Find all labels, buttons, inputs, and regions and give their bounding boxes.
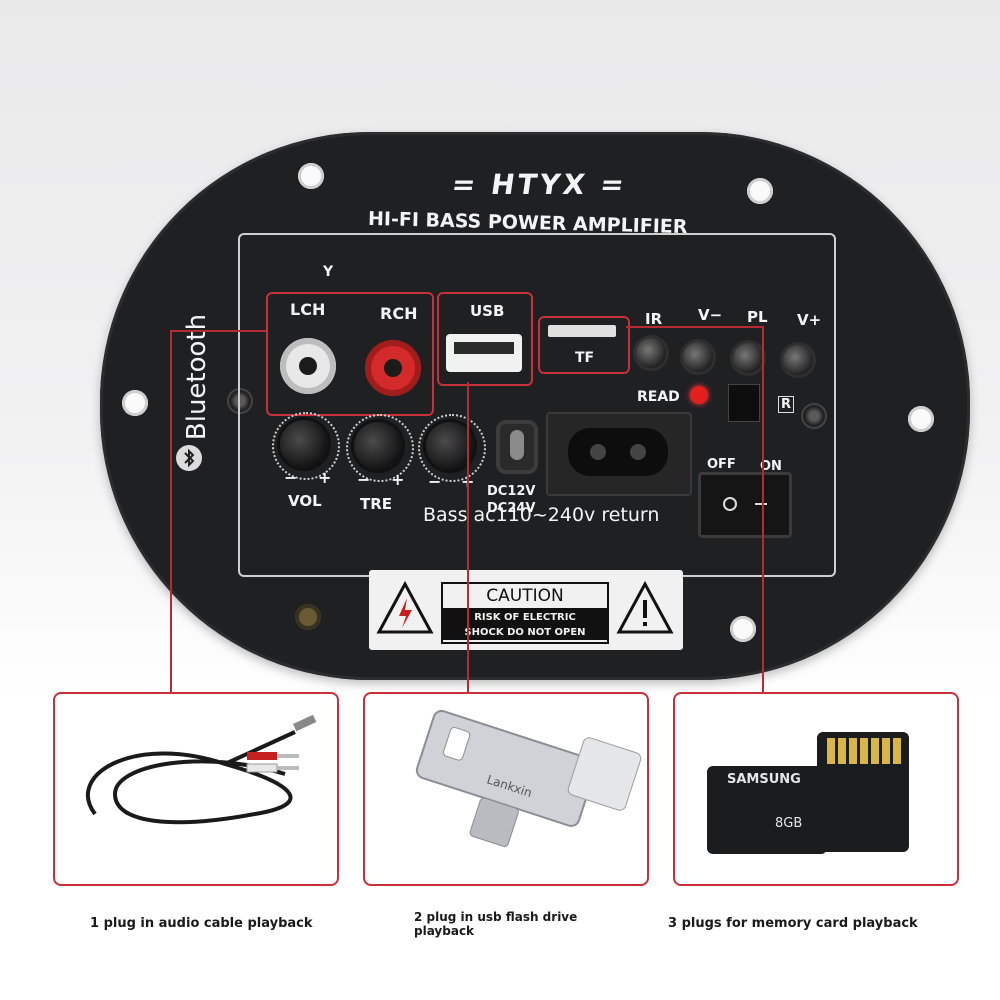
connector-line-audio-h [170,330,266,332]
caution-box: CAUTION RISK OF ELECTRIC SHOCK DO NOT OP… [441,582,609,644]
overlay-text: Bass ac110~240v return [423,504,660,526]
dc-jack[interactable] [496,420,538,474]
vol-knob-scale [272,412,340,480]
usb-highlight [437,292,533,386]
brand-logo: = HTYX = [449,168,630,201]
connector-line-tf [762,326,764,692]
vol-minus: − [284,468,298,487]
caption-memory-card: 3 plugs for memory card playback [668,916,918,931]
screw-icon [229,390,251,412]
play-pause-button[interactable] [733,343,763,373]
vminus-label: V− [698,306,723,324]
microsd-card: SAMSUNG 8GB [707,766,827,854]
caption-usb-drive: 2 plug in usb flash drive playback [414,910,578,938]
vplus-label: V+ [797,311,822,329]
usb-drive-card: Lankxin [363,692,649,886]
audio-cable-card [53,692,339,886]
bass-knob-scale [418,414,486,482]
tre-label: TRE [360,495,393,513]
caution-sticker: CAUTION RISK OF ELECTRIC SHOCK DO NOT OP… [369,570,683,650]
read-label: READ [637,389,680,405]
ir-label: IR [645,310,663,328]
tre-knob-scale [346,414,414,482]
vol-knob[interactable] [280,420,328,468]
warning-electric-icon [376,580,434,634]
antenna-icon: Y [323,264,334,280]
tf-highlight [538,316,630,374]
audio-input-highlight [266,292,434,416]
connector-line-audio [170,330,172,692]
screw-icon [803,405,825,427]
audio-cable-image [86,714,317,825]
vol-plus: + [318,468,332,487]
remote-sensor [728,384,760,422]
usb-label: USB [470,302,505,320]
usb-port[interactable] [446,334,522,372]
bass-minus: − [428,472,442,491]
volume-down-button[interactable] [683,342,713,372]
lch-label: LCH [290,300,326,319]
tf-card-slot[interactable] [548,325,616,337]
read-led [690,386,708,404]
mounting-hole [747,178,773,204]
dc-sub-label: DC24V [487,501,536,516]
rch-label: RCH [380,304,418,323]
caution-line2: SHOCK DO NOT OPEN [443,625,607,640]
ac-power-socket[interactable] [546,412,692,496]
mounting-hole [122,390,148,416]
volume-up-button[interactable] [783,345,813,375]
tre-plus: + [391,470,405,489]
caption-audio-cable: 1 plug in audio cable playback [90,916,313,931]
sd-brand: SAMSUNG [727,772,801,787]
off-label: OFF [707,457,736,472]
ir-receiver [636,338,666,368]
on-label: ON [760,459,782,474]
connector-line-usb [467,382,469,692]
usb-drive-image: Lankxin [415,709,642,847]
vol-label: VOL [288,492,322,510]
tf-label: TF [575,350,595,366]
tre-knob[interactable] [354,422,402,470]
mounting-hole [298,163,324,189]
connector-line-tf-h [626,326,764,328]
lch-rca-jack[interactable] [280,338,336,394]
mounting-hole [908,406,934,432]
bass-knob[interactable] [426,422,474,470]
r-mark-label: R [778,396,795,413]
dc-label: DC12V [487,484,536,499]
mounting-hole [295,604,321,630]
sd-card-large [817,732,909,852]
rch-rca-jack[interactable] [365,340,421,396]
pl-label: PL [747,308,768,326]
caution-line1: RISK OF ELECTRIC [443,610,607,625]
warning-exclamation-icon [616,580,674,634]
memory-card-card: SAMSUNG 8GB [673,692,959,886]
bluetooth-icon [176,445,202,471]
sd-size: 8GB [775,816,803,831]
power-switch[interactable] [698,472,792,538]
tre-minus: − [357,470,371,489]
mounting-hole [730,616,756,642]
caution-title: CAUTION [443,584,607,610]
